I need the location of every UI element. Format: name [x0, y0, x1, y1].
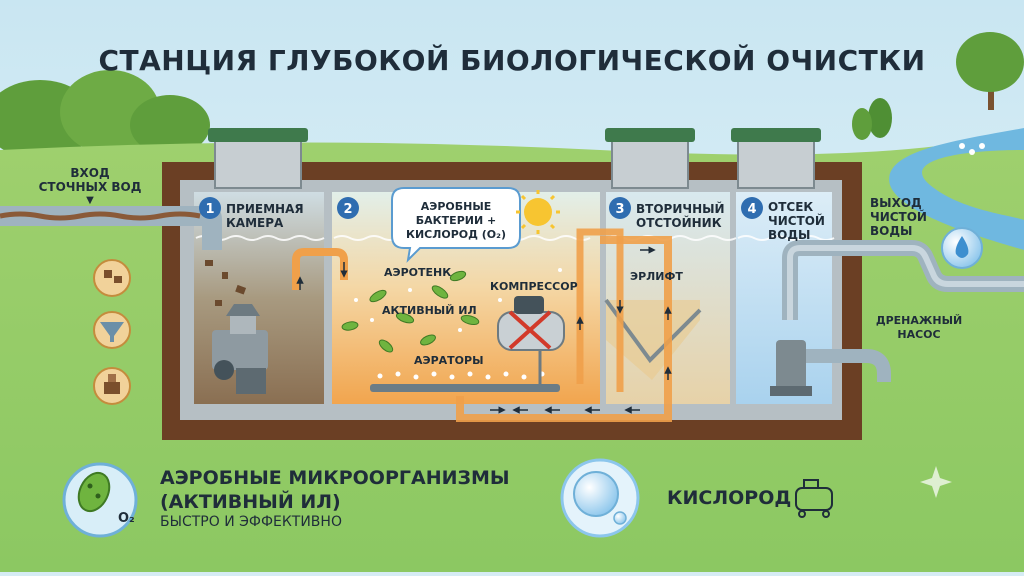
compressor-label: КОМПРЕССОР	[490, 280, 578, 293]
down-arrow-icon: ▼	[86, 195, 94, 206]
chamber-1-label: ПРИЕМНАЯ КАМЕРА	[226, 202, 304, 230]
chamber-4-line2: ЧИСТОЙ	[768, 214, 825, 228]
river	[889, 128, 1024, 250]
sieve-icon	[93, 311, 131, 349]
flowers	[959, 143, 985, 155]
badge-4: 4	[747, 202, 756, 217]
legend-bacteria-line1: АЭРОБНЫЕ МИКРООРГАНИЗМЫ	[160, 467, 510, 489]
sun-icon	[516, 190, 560, 234]
settler-cone	[606, 300, 700, 380]
chamber-3-label: ВТОРИЧНЫЙ ОТСТОЙНИК	[636, 202, 725, 230]
callout-line3: КИСЛОРОД (O₂)	[405, 228, 507, 241]
legend-oxygen-title: КИСЛОРОД	[667, 487, 792, 509]
chamber-4-line3: ВОДЫ	[768, 228, 811, 242]
trees-left	[0, 70, 210, 160]
aerotank-label: АЭРОТЕНК	[384, 266, 452, 279]
outlet-pipe	[782, 240, 1024, 320]
oxygen-bubble-icon	[560, 458, 640, 538]
badge-3: 3	[615, 202, 624, 217]
callout-line2: БАКТЕРИИ +	[415, 214, 497, 227]
chamber-4-label: ОТСЕК ЧИСТОЙ ВОДЫ	[768, 200, 825, 242]
drain-pump-line2: НАСОС	[897, 328, 941, 341]
trees-right	[852, 32, 1024, 140]
debris	[205, 260, 247, 306]
outlet-label-line3: ВОДЫ	[870, 224, 913, 238]
legend-bacteria-sub: БЫСТРО И ЭФФЕКТИВНО	[160, 514, 342, 530]
chamber-1-line1: ПРИЕМНАЯ	[226, 202, 304, 216]
aerators	[354, 268, 562, 392]
bacteria-icon	[62, 462, 138, 538]
legend-bacteria-line2: (АКТИВНЫЙ ИЛ)	[160, 491, 341, 513]
o2-badge: O₂	[118, 511, 135, 526]
outlet-label-line1: ВЫХОД	[870, 196, 922, 210]
callout-text: АЭРОБНЫЕ БАКТЕРИИ + КИСЛОРОД (O₂)	[396, 200, 516, 242]
badge-2: 2	[343, 202, 352, 217]
grinder-icon	[212, 304, 268, 394]
aerators-label: АЭРАТОРЫ	[414, 354, 484, 367]
badge-1: 1	[205, 202, 214, 217]
chamber-badges	[199, 197, 763, 219]
overflow-pipe	[292, 248, 348, 290]
water-drop-icon	[941, 227, 983, 269]
bacteria-cluster	[341, 270, 480, 353]
chamber-3-line2: ОТСТОЙНИК	[636, 216, 722, 230]
page-title: СТАНЦИЯ ГЛУБОКОЙ БИОЛОГИЧЕСКОЙ ОЧИСТКИ	[98, 44, 926, 77]
chamber-3-line1: ВТОРИЧНЫЙ	[636, 202, 725, 216]
compressor-icon	[497, 296, 565, 384]
return-pipe	[296, 228, 672, 422]
drain-pump-line1: ДРЕНАЖНЫЙ	[875, 314, 963, 327]
chamber-4-line1: ОТСЕК	[768, 200, 814, 214]
sparkle-icon	[920, 466, 952, 498]
callout-line1: АЭРОБНЫЕ	[420, 200, 492, 213]
inlet-label-line1: ВХОД	[70, 166, 110, 180]
callout-bubble	[391, 187, 521, 263]
active-sludge-label: АКТИВНЫЙ ИЛ	[382, 304, 477, 317]
outlet-label: ВЫХОД ЧИСТОЙ ВОДЫ	[870, 196, 927, 238]
sludge-icon	[93, 259, 131, 297]
inlet-label: ВХОД СТОЧНЫХ ВОД ▼	[30, 166, 150, 208]
compressor-legend-icon	[795, 479, 833, 518]
drain-pump-label: ДРЕНАЖНЫЙ НАСОС	[864, 314, 974, 342]
chamber-1-line2: КАМЕРА	[226, 216, 284, 230]
grinder-small-icon	[93, 367, 131, 405]
outlet-label-line2: ЧИСТОЙ	[870, 210, 927, 224]
airlift-label: ЭРЛИФТ	[630, 270, 683, 283]
tank-risers	[208, 128, 821, 189]
drain-pump-icon	[770, 340, 891, 396]
inlet-label-line2: СТОЧНЫХ ВОД	[38, 180, 142, 194]
legend-bacteria-title: АЭРОБНЫЕ МИКРООРГАНИЗМЫ (АКТИВНЫЙ ИЛ)	[160, 466, 510, 514]
